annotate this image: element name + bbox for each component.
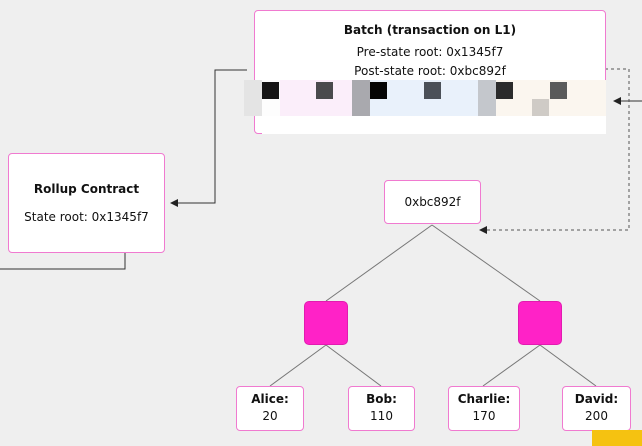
batch-to-contract-arrow: [170, 69, 247, 207]
corner-accent: [592, 430, 642, 446]
post-state-root: Post-state root: 0xbc892f: [354, 64, 506, 78]
leaf-value: 110: [370, 409, 393, 423]
merkle-root-node: 0xbc892f: [384, 180, 481, 224]
rollup-state-root: State root: 0x1345f7: [24, 210, 149, 224]
leaf-name: David:: [574, 392, 619, 406]
pre-state-root: Pre-state root: 0x1345f7: [356, 45, 504, 59]
merkle-root-hash: 0xbc892f: [404, 195, 461, 209]
batch-title: Batch (transaction on L1): [343, 23, 517, 37]
leaf-node: David: 200: [562, 386, 631, 431]
transaction-data-strip: [244, 80, 606, 134]
leaf-name: Bob:: [366, 392, 397, 406]
leaf-name: Alice:: [251, 392, 289, 406]
leaf-value: 20: [262, 409, 278, 423]
rollup-contract-title: Rollup Contract: [33, 182, 140, 196]
leaf-value: 170: [472, 409, 496, 423]
leaf-node: Charlie: 170: [448, 386, 520, 431]
leaf-name: Charlie:: [457, 392, 511, 406]
leaf-node: Alice: 20: [236, 386, 304, 431]
tree-edges: [269, 224, 597, 387]
rollup-contract-box: Rollup Contract State root: 0x1345f7: [8, 153, 165, 253]
hash-node-right: [518, 301, 562, 345]
leaf-node: Bob: 110: [348, 386, 415, 431]
leaf-value: 200: [585, 409, 608, 423]
hash-node-left: [304, 301, 348, 345]
